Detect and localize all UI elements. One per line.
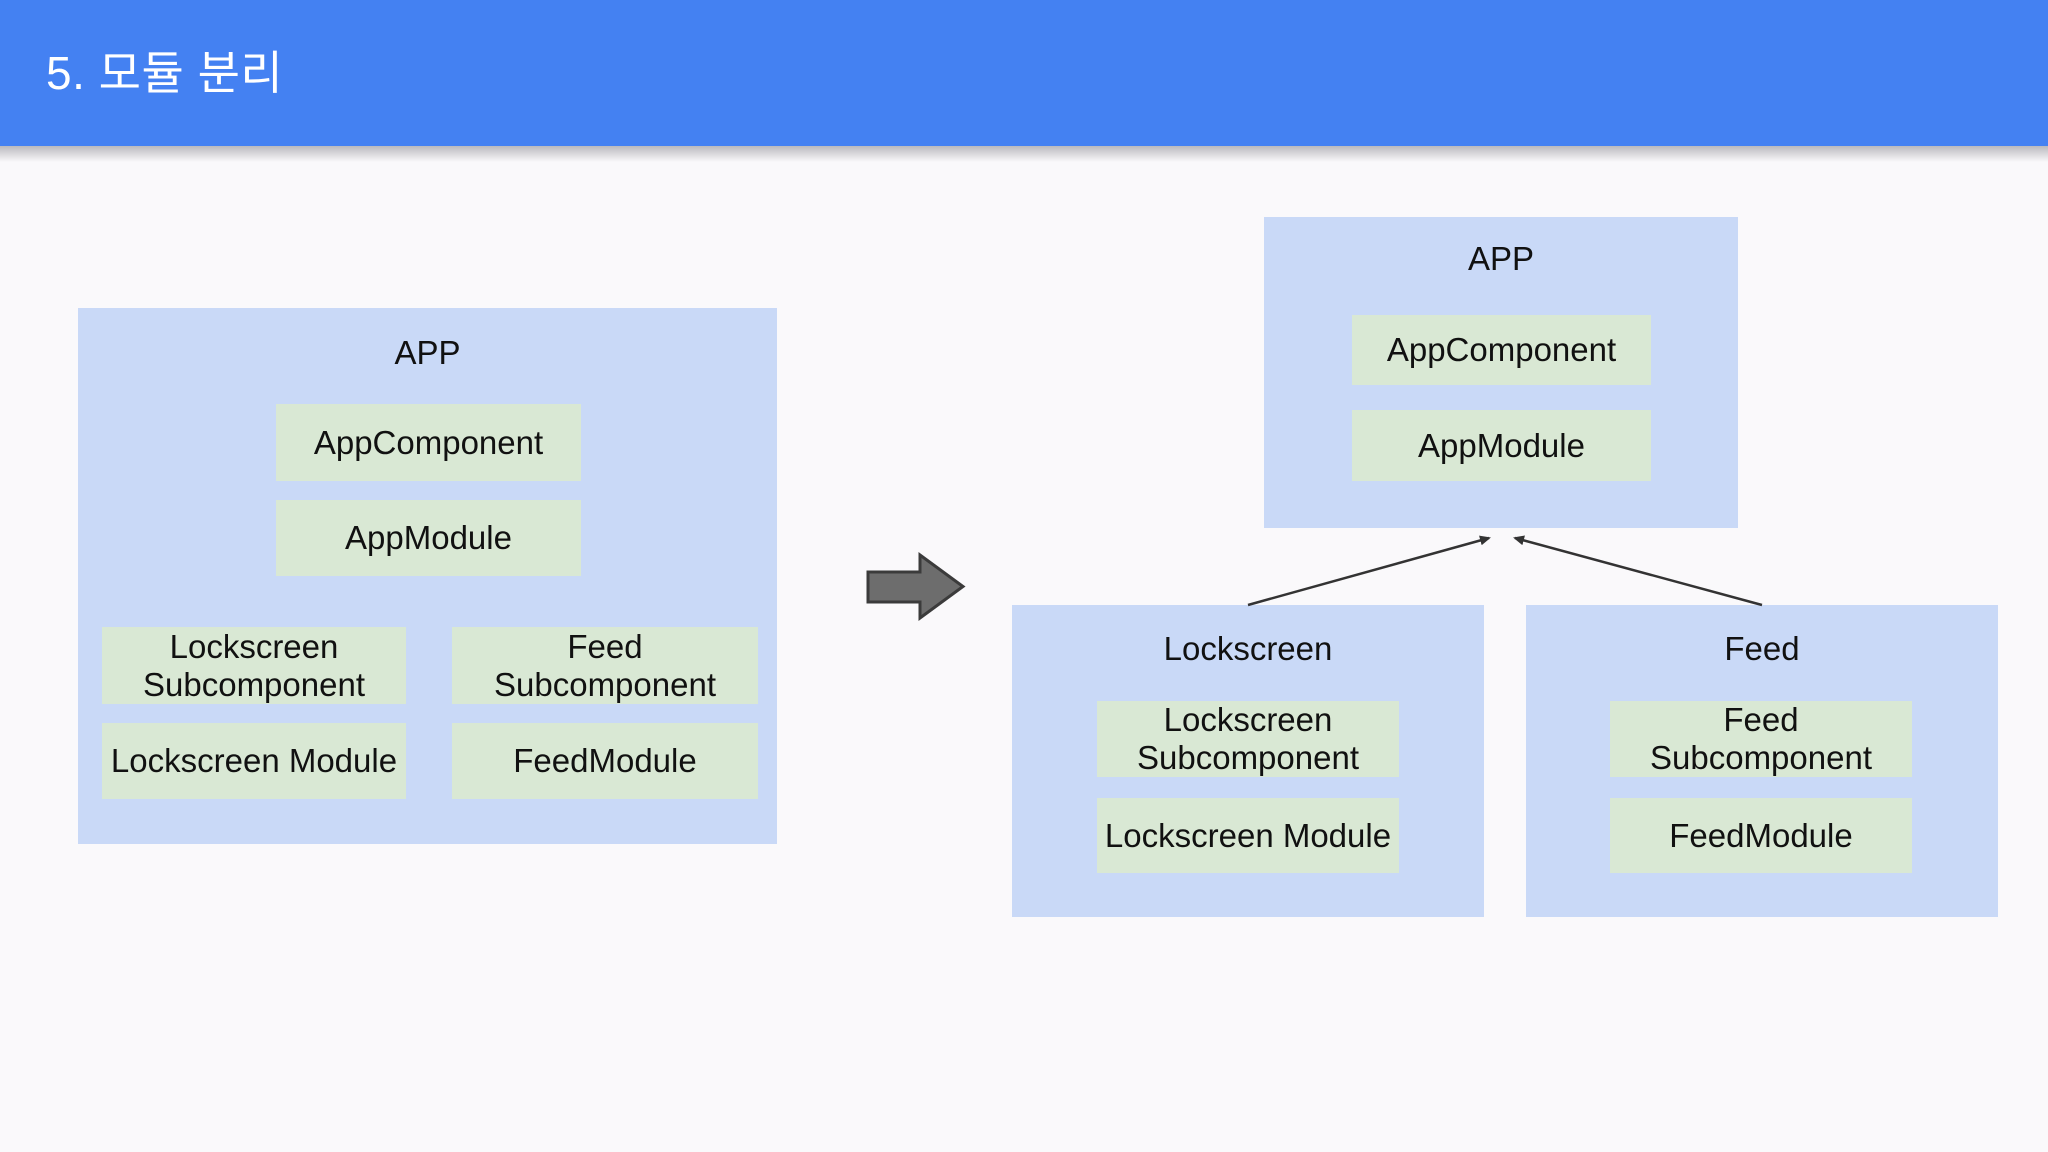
module-lockscreen-subcomponent: Lockscreen Subcomponent [1097, 701, 1399, 777]
module-feedmodule: FeedModule [1610, 798, 1912, 873]
module-lockscreen-module: Lockscreen Module [1097, 798, 1399, 873]
module-label: FeedModule [513, 742, 697, 779]
after-lockscreen-container: Lockscreen Lockscreen Subcomponent Locks… [1012, 605, 1484, 917]
after-lockscreen-title: Lockscreen [1163, 630, 1333, 667]
after-feed-container: Feed Feed Subcomponent FeedModule [1526, 605, 1998, 917]
before-app-title: APP [394, 334, 461, 371]
module-feed-subcomponent: Feed Subcomponent [452, 627, 758, 704]
module-label: AppModule [345, 519, 512, 556]
header-shadow [0, 146, 2048, 162]
module-appcomponent: AppComponent [1352, 315, 1651, 385]
module-label: AppComponent [313, 423, 544, 461]
before-app-container: APP AppComponent AppModule Lockscreen Su… [78, 308, 777, 844]
module-feedmodule: FeedModule [452, 723, 758, 799]
module-label: AppComponent [1386, 331, 1617, 368]
module-appmodule: AppModule [1352, 410, 1651, 481]
module-label: FeedModule [1669, 816, 1853, 854]
module-lockscreen-module: Lockscreen Module [102, 723, 406, 799]
module-label: Feed Subcomponent [494, 627, 716, 703]
module-feed-subcomponent: Feed Subcomponent [1610, 701, 1912, 777]
module-lockscreen-subcomponent: Lockscreen Subcomponent [102, 627, 406, 704]
module-appcomponent: AppComponent [276, 404, 581, 481]
connector-lockscreen-to-app [1247, 535, 1491, 607]
module-label: Lockscreen Subcomponent [143, 627, 365, 703]
module-label: Feed Subcomponent [1650, 701, 1872, 776]
right-arrow-icon [866, 552, 966, 621]
slide-header: 5. 모듈 분리 [0, 0, 2048, 146]
module-label: Lockscreen Subcomponent [1137, 701, 1359, 776]
after-feed-title: Feed [1724, 630, 1800, 667]
module-label: Lockscreen Module [1104, 816, 1392, 854]
module-label: AppModule [1418, 426, 1585, 464]
slide-title: 5. 모듈 분리 [46, 47, 284, 99]
module-label: Lockscreen Module [110, 742, 398, 779]
module-appmodule: AppModule [276, 500, 581, 576]
connector-feed-to-app [1513, 535, 1763, 607]
after-app-title: APP [1467, 240, 1535, 277]
after-app-container: APP AppComponent AppModule [1264, 217, 1738, 528]
